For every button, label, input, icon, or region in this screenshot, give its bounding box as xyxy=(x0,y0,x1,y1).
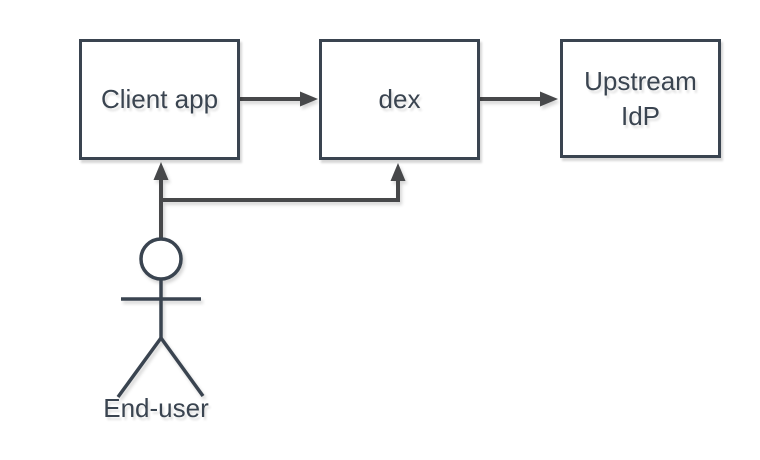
stick-figure-head xyxy=(139,237,183,281)
stick-figure-left-leg xyxy=(116,336,163,399)
node-client-app-label: Client app xyxy=(100,84,219,114)
edge-end-user-to-client-app xyxy=(153,162,169,238)
node-upstream-idp-label-line1: Upstream xyxy=(584,65,697,96)
node-dex-label: dex xyxy=(378,84,421,114)
end-user-stick-figure-icon xyxy=(116,237,205,399)
arrowhead-right-icon xyxy=(540,91,558,107)
node-upstream-idp-label-line2: IdP xyxy=(620,100,661,131)
arrowhead-up-icon xyxy=(153,162,169,180)
arrowhead-up-icon xyxy=(390,163,406,181)
edge-dex-to-upstream-idp xyxy=(480,91,558,107)
node-dex: dex xyxy=(319,39,480,160)
arrowhead-right-icon xyxy=(300,91,318,107)
stick-figure-right-leg xyxy=(159,336,205,398)
node-client-app: Client app xyxy=(79,39,240,160)
edge-end-user-to-dex xyxy=(161,163,406,202)
edge-client-app-to-dex xyxy=(240,91,318,107)
end-user-label: End-user xyxy=(103,393,209,423)
node-upstream-idp: Upstream IdP xyxy=(560,39,721,158)
